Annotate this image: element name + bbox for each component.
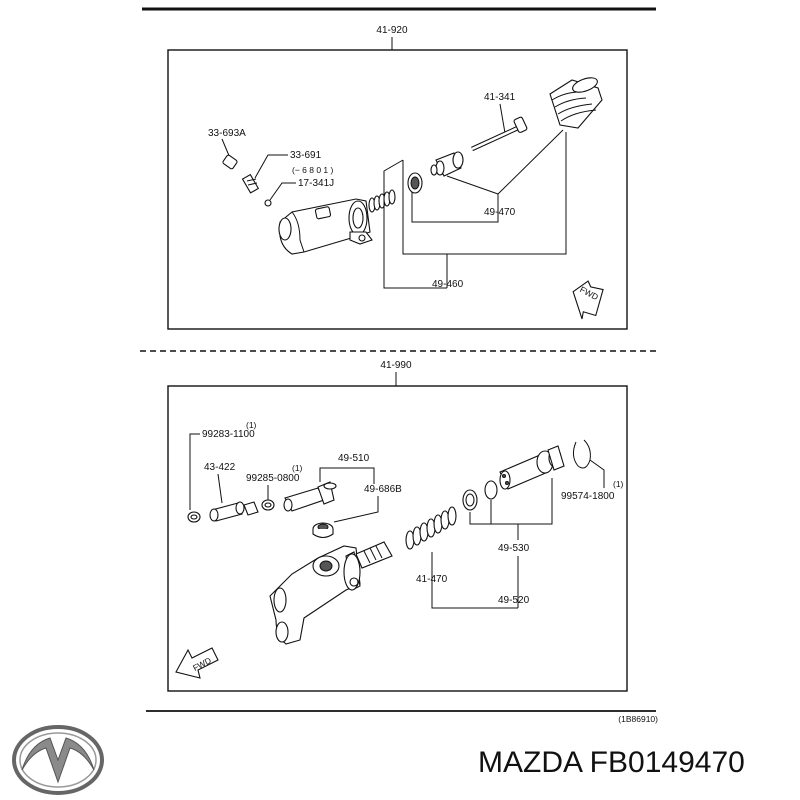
circlip-part	[572, 439, 591, 469]
part-label-43-422: 43-422	[204, 462, 236, 473]
brand-caption: MAZDA FB0149470	[478, 746, 745, 779]
piston-seal-part	[462, 489, 478, 511]
piston-part-lower	[499, 445, 565, 490]
hose-clamp-part	[187, 511, 201, 523]
drawing-code: (1B86910)	[618, 714, 658, 724]
hose-part	[209, 501, 259, 522]
bleeder-screw-part	[241, 173, 260, 194]
reservoir-fitting-part	[283, 481, 337, 512]
bleeder-cap-part	[222, 154, 238, 170]
part-label-49-686b: 49-686B	[364, 484, 402, 495]
part-label-17-341j: 17-341J	[298, 178, 334, 189]
bottom-diagram-frame	[167, 385, 628, 692]
mazda-logo	[12, 725, 104, 795]
steel-ball-part	[264, 199, 272, 207]
small-clamp-part	[261, 499, 275, 511]
assembly-label-41-920: 41-920	[376, 25, 408, 36]
o-ring-part	[484, 480, 498, 500]
serial-note: (− 6 8 0 1 )	[292, 165, 334, 175]
assembly-label-41-990: 41-990	[380, 360, 412, 371]
top-diagram-frame	[167, 49, 628, 330]
dust-boot-part	[549, 77, 603, 129]
push-rod-part	[471, 116, 528, 152]
part-label-41-341: 41-341	[484, 92, 516, 103]
master-cylinder-body-lower	[269, 541, 393, 645]
qty-99574: (1)	[613, 479, 624, 489]
piston-cup-part	[407, 172, 423, 194]
piston-part	[430, 151, 464, 177]
part-label-99285-0800: 99285-0800	[246, 473, 300, 484]
part-label-33-691: 33-691	[290, 150, 322, 161]
fwd-arrow-icon-lower	[175, 647, 219, 679]
qty-99283: (1)	[246, 420, 257, 430]
grommet-part	[312, 522, 334, 539]
part-label-49-530: 49-530	[498, 543, 530, 554]
part-label-99283-1100: 99283-1100	[202, 429, 255, 440]
part-label-99574-1800: 99574-1800	[561, 491, 615, 502]
part-label-49-510: 49-510	[338, 453, 370, 464]
master-cylinder-body	[278, 198, 373, 255]
return-spring-part	[368, 189, 396, 213]
part-label-49-470: 49-470	[484, 207, 516, 218]
return-spring-part-lower	[405, 506, 457, 550]
part-label-49-520: 49-520	[498, 595, 530, 606]
part-label-49-460: 49-460	[432, 279, 464, 290]
part-label-33-693a: 33-693A	[208, 128, 246, 139]
qty-99285: (1)	[292, 463, 303, 473]
fwd-arrow-icon	[572, 280, 604, 320]
